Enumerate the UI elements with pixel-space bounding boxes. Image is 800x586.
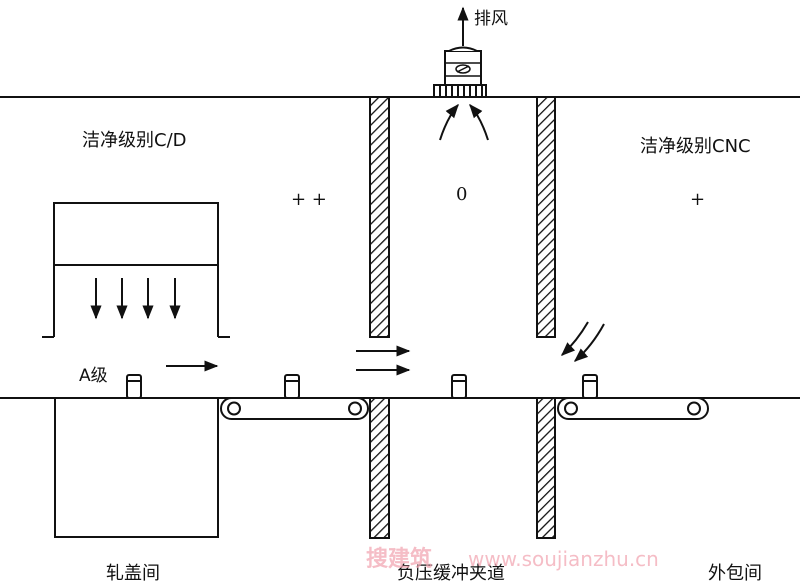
- flow-arrow-right-1: [560, 321, 589, 356]
- conveyor-left: [220, 397, 369, 420]
- vial-4: [582, 374, 598, 399]
- wall-right-upper: [536, 96, 556, 338]
- pressure-left: + +: [291, 189, 327, 210]
- room-right-label: 外包间: [708, 563, 762, 584]
- intake-arrow-right: [469, 103, 489, 141]
- pressure-right: +: [690, 189, 705, 210]
- watermark: 搜建筑 www.soujianzhu.cn: [366, 546, 659, 572]
- room-center-label: 负压缓冲夹道: [397, 563, 505, 584]
- intake-arrow-left: [439, 103, 459, 141]
- flow-arrow-right-2: [573, 323, 605, 362]
- room-left-label: 轧盖间: [106, 563, 160, 584]
- laminar-flow-hood: [42, 202, 230, 338]
- left-class-label: 洁净级别C/D: [82, 130, 187, 151]
- conveyor-right: [557, 397, 709, 420]
- grade-a-label: A级: [79, 366, 108, 386]
- capping-machine: [54, 397, 219, 538]
- pressure-center: 0: [456, 184, 467, 205]
- exhaust-label: 排风: [474, 9, 508, 29]
- watermark-url: www.soujianzhu.cn: [468, 547, 659, 571]
- wall-left-lower: [369, 397, 390, 539]
- wall-left-upper: [369, 96, 390, 338]
- watermark-cn: 搜建筑: [366, 546, 432, 572]
- vial-1: [126, 374, 142, 399]
- exhaust-fan: [433, 46, 487, 98]
- wall-right-lower: [536, 397, 556, 539]
- vial-2: [284, 374, 300, 399]
- vial-3: [451, 374, 467, 399]
- right-class-label: 洁净级别CNC: [640, 136, 751, 157]
